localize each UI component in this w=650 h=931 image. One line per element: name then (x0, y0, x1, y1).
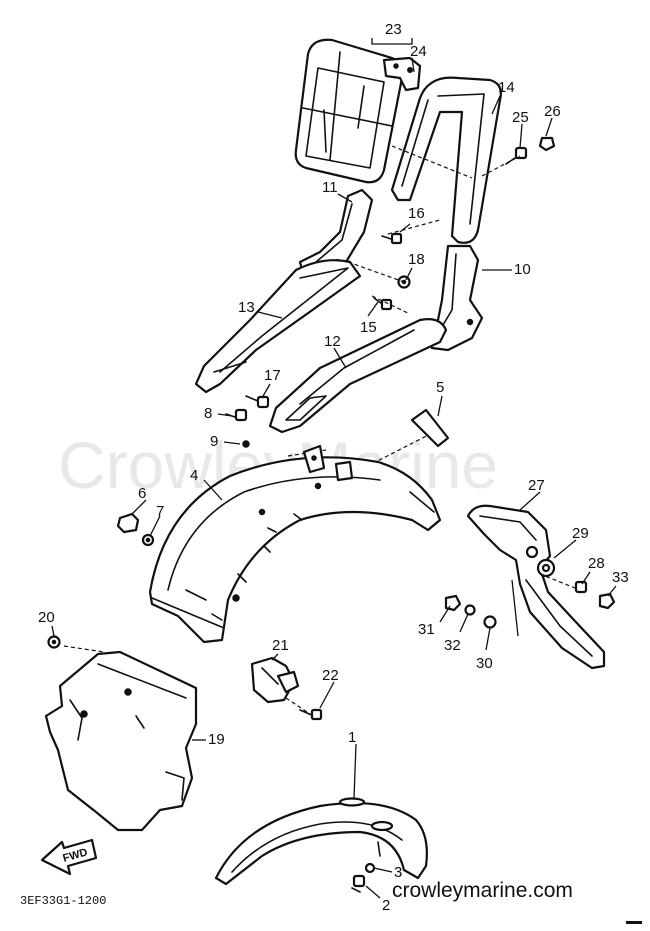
collar-29[interactable] (541, 563, 551, 573)
backrest-pad[interactable] (294, 38, 404, 184)
callout-23: 23 (385, 21, 402, 38)
bolt-16[interactable] (381, 232, 403, 245)
callout-30: 30 (476, 655, 493, 672)
callout-32: 32 (444, 637, 461, 654)
callout-6: 6 (138, 485, 146, 502)
bolt-2[interactable] (351, 874, 366, 893)
callout-24: 24 (410, 43, 427, 60)
nut-33[interactable] (598, 592, 616, 610)
callout-14: 14 (498, 79, 515, 96)
callout-28: 28 (588, 555, 605, 572)
callout-17: 17 (264, 367, 281, 384)
callout-labels: 23 24 14 25 26 11 16 18 10 13 15 12 17 5… (38, 21, 629, 914)
backrest-frame[interactable] (390, 76, 502, 244)
clamp-21[interactable] (250, 656, 300, 704)
callout-25: 25 (512, 109, 529, 126)
grommet-6[interactable] (116, 512, 140, 534)
website-label: crowleymarine.com (392, 879, 573, 902)
fender-strip[interactable] (410, 408, 450, 448)
washer-32[interactable] (464, 604, 476, 616)
callout-26: 26 (544, 103, 561, 120)
fwd-arrow-icon: FWD (40, 838, 98, 876)
callout-31: 31 (418, 621, 435, 638)
leader-lines (51, 38, 617, 899)
callout-16: 16 (408, 205, 425, 222)
callout-7: 7 (156, 503, 164, 520)
callout-29: 29 (572, 525, 589, 542)
side-cover[interactable] (44, 650, 198, 832)
tail-bracket[interactable] (466, 504, 606, 670)
washer-30[interactable] (483, 615, 497, 629)
nut-7[interactable] (141, 533, 155, 547)
washer-9[interactable] (242, 440, 250, 448)
nut-26[interactable] (538, 136, 556, 152)
bolt-17[interactable] (245, 395, 270, 409)
callout-12: 12 (324, 333, 341, 350)
rail-right[interactable] (268, 318, 448, 434)
diagram-code: 3EF33G1-1200 (20, 894, 106, 908)
callout-10: 10 (514, 261, 531, 278)
corner-mark (626, 921, 642, 924)
callout-5: 5 (436, 379, 444, 396)
bolt-15[interactable] (373, 297, 393, 311)
bolt-28[interactable] (574, 580, 588, 594)
callout-8: 8 (204, 405, 212, 422)
callout-33: 33 (612, 569, 629, 586)
callout-9: 9 (210, 433, 218, 450)
rail-left[interactable] (194, 259, 362, 394)
front-fender[interactable] (214, 797, 428, 886)
callout-4: 4 (190, 467, 198, 484)
callout-15: 15 (360, 319, 377, 336)
callout-20: 20 (38, 609, 55, 626)
callout-19: 19 (208, 731, 225, 748)
callout-22: 22 (322, 667, 339, 684)
grommet-20[interactable] (47, 635, 61, 649)
washer-3[interactable] (364, 862, 376, 874)
callout-18: 18 (408, 251, 425, 268)
callout-2: 2 (382, 897, 390, 914)
callout-27: 27 (528, 477, 545, 494)
callout-11: 11 (322, 179, 338, 196)
rear-fender[interactable] (148, 444, 442, 644)
callout-21: 21 (272, 637, 289, 654)
bolt-22[interactable] (299, 708, 323, 721)
callout-13: 13 (238, 299, 255, 316)
callout-3: 3 (394, 864, 402, 881)
callout-1: 1 (348, 729, 356, 746)
